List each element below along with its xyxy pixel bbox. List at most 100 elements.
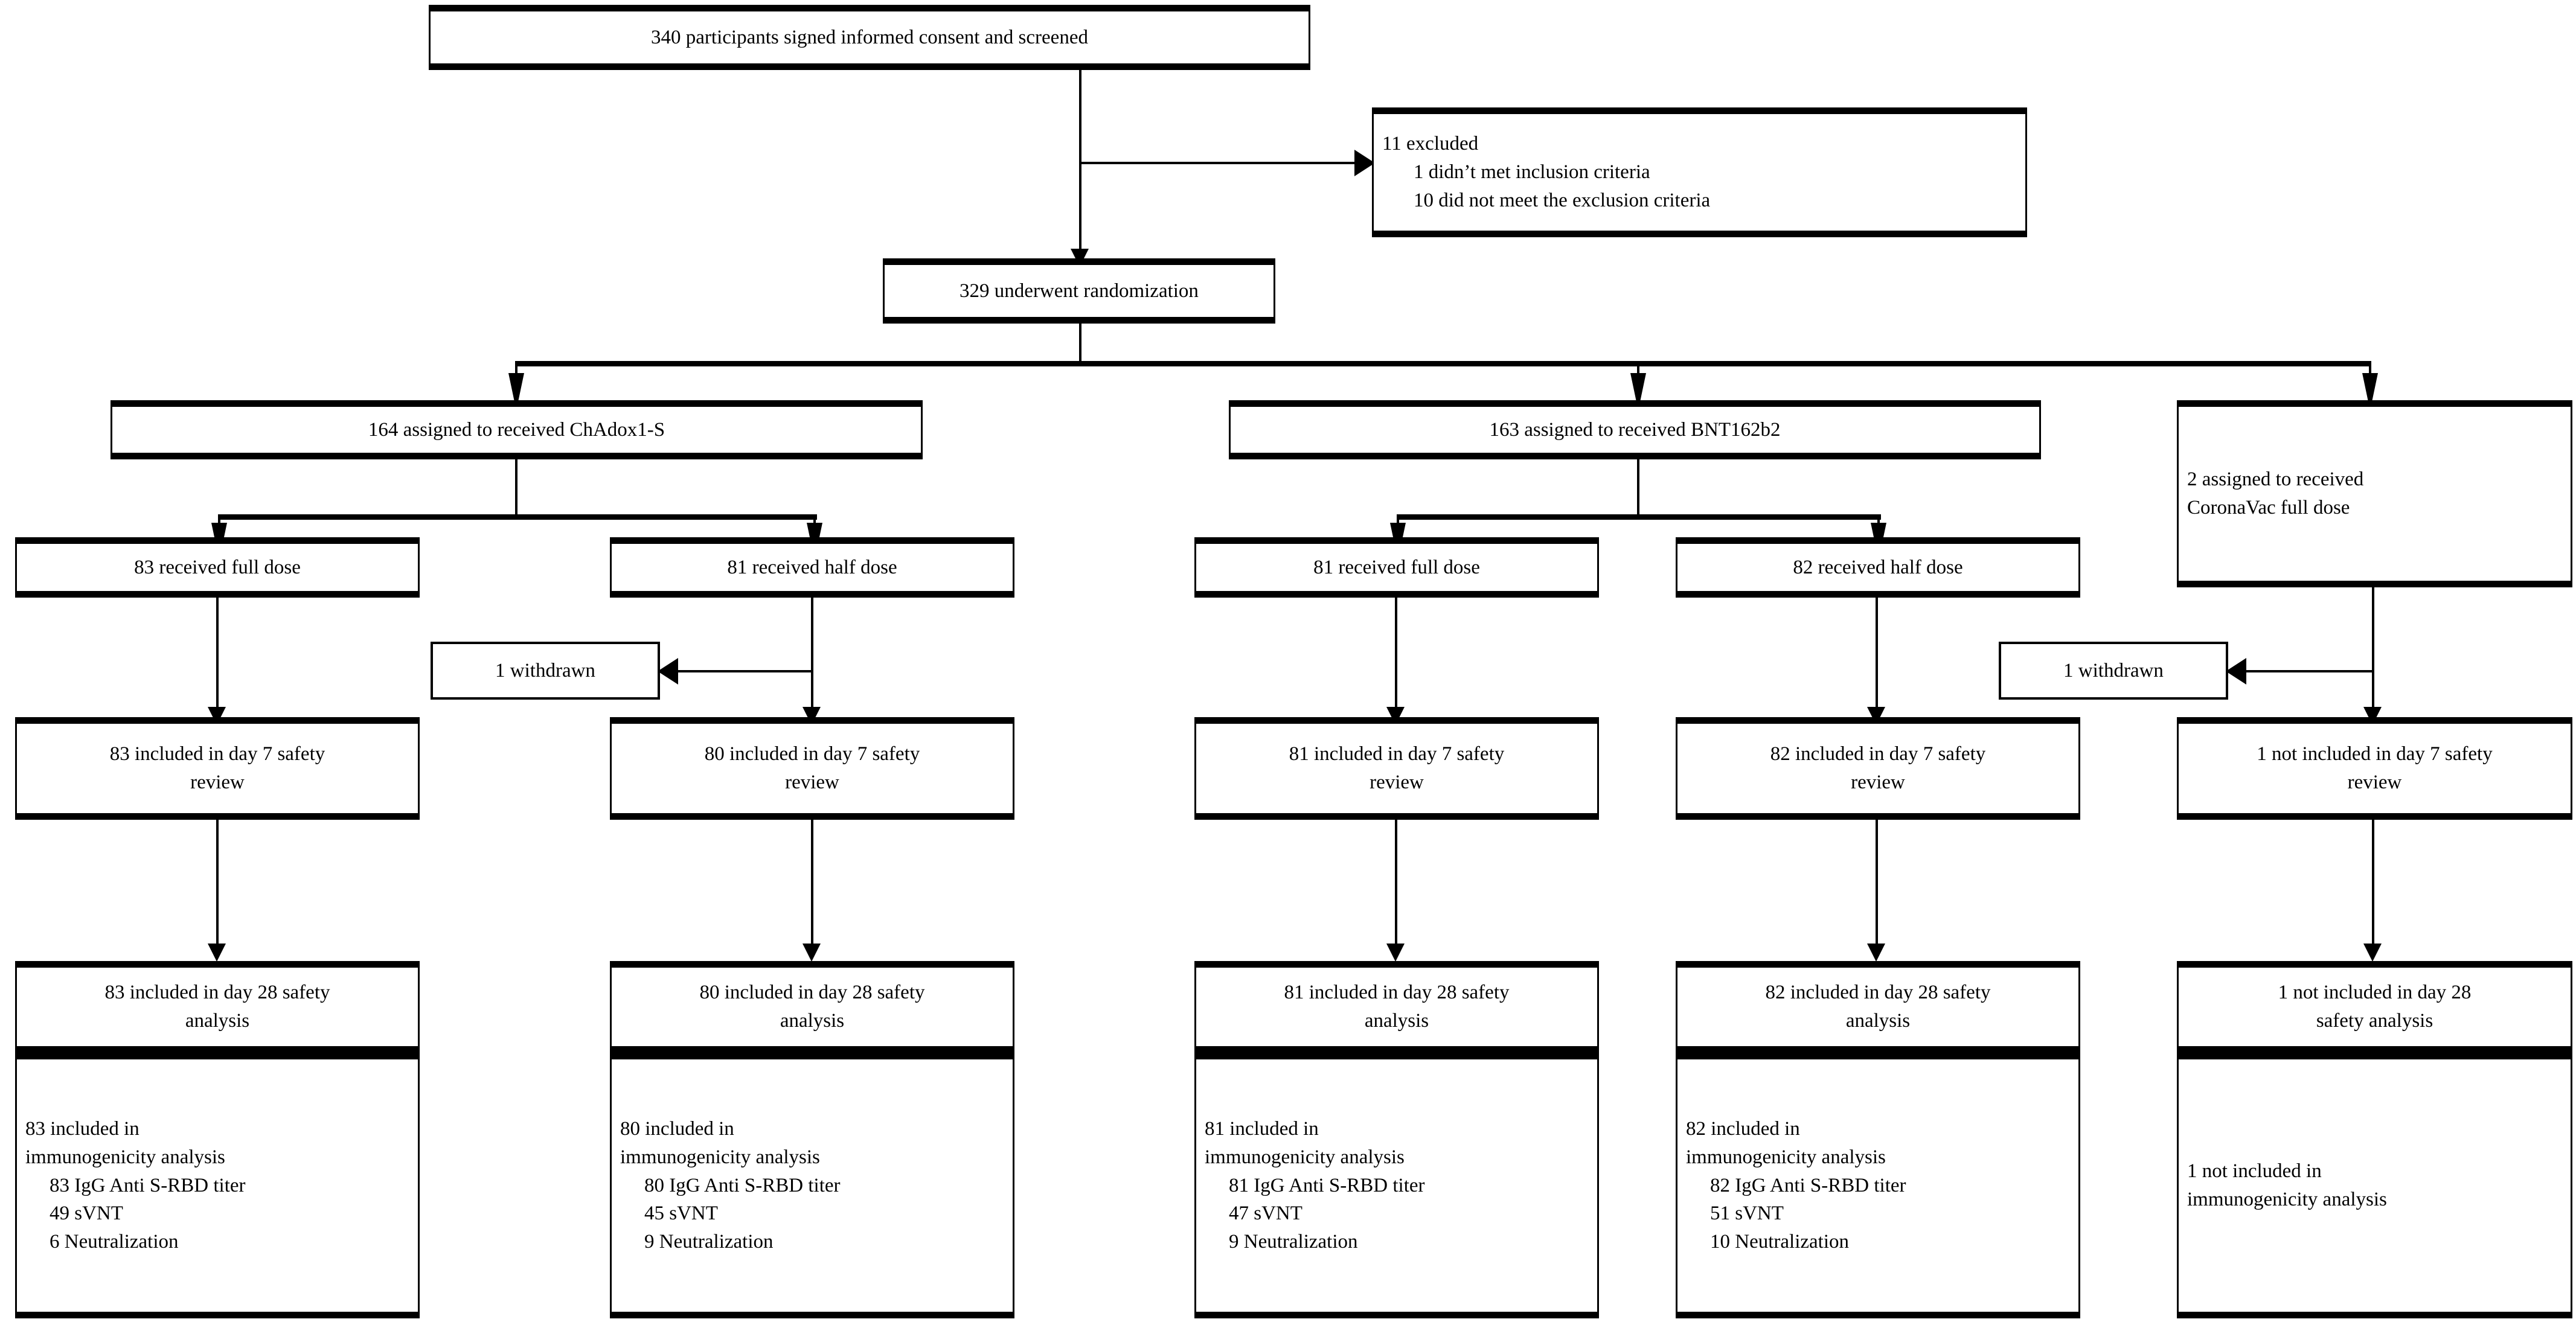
immuno-chadox1-half-item-3: 9 Neutralization xyxy=(612,1228,1013,1256)
arrow-into-excluded-icon xyxy=(1354,150,1375,176)
box-randomized: 329 underwent randomization xyxy=(883,258,1275,324)
box-day7-coronavac: 1 not included in day 7 safety review xyxy=(2177,717,2572,820)
day28-bnt162b2-full-line-1: 81 included in day 28 safety xyxy=(1284,982,1510,1004)
immuno-item-text: 10 Neutralization xyxy=(1710,1231,1850,1253)
immuno-item-text: 80 IgG Anti S-RBD titer xyxy=(644,1174,841,1196)
box-day7-bnt162b2-full: 81 included in day 7 safety review xyxy=(1194,717,1599,820)
excluded-reason-1: 1 didn’t met inclusion criteria xyxy=(1374,158,2025,187)
immuno-item-text: 83 IgG Anti S-RBD titer xyxy=(50,1174,246,1196)
day7-bnt162b2-full-line-2: review xyxy=(1370,771,1424,793)
immuno-bnt162b2-full-item-2: 47 sVNT xyxy=(1196,1199,1597,1228)
immuno-chadox1-full-item-2: 49 sVNT xyxy=(17,1199,418,1228)
box-arm-coronavac: 2 assigned to received CoronaVac full do… xyxy=(2177,400,2572,587)
withdrawn-chadox1-label: 1 withdrawn xyxy=(495,659,595,682)
day7-coronavac-line-2: review xyxy=(2347,771,2402,793)
immuno-bnt162b2-half-item-2: 51 sVNT xyxy=(1677,1199,2078,1228)
immuno-chadox1-full-item-3: 6 Neutralization xyxy=(17,1228,418,1256)
day28-bnt162b2-full-line-2: analysis xyxy=(1364,1010,1429,1032)
box-day28-chadox1-half: 80 included in day 28 safety analysis xyxy=(610,961,1014,1053)
screened-label: 340 participants signed informed consent… xyxy=(651,26,1088,48)
excluded-title: 11 excluded xyxy=(1382,133,1479,155)
arrow-into-withdrawn-chadox1-icon xyxy=(658,658,678,685)
day28-bnt162b2-half-line-1: 82 included in day 28 safety xyxy=(1765,982,1991,1004)
box-dose-chadox1-half: 81 received half dose xyxy=(610,537,1014,598)
box-withdrawn-chadox1-half: 1 withdrawn xyxy=(431,642,660,700)
immuno-bnt162b2-half-line-2: immunogenicity analysis xyxy=(1686,1146,1886,1168)
day7-coronavac-line-1: 1 not included in day 7 safety xyxy=(2257,743,2493,765)
box-dose-bnt162b2-full: 81 received full dose xyxy=(1194,537,1599,598)
day28-chadox1-half-line-1: 80 included in day 28 safety xyxy=(699,982,925,1004)
day28-coronavac-line-1: 1 not included in day 28 xyxy=(2278,982,2472,1004)
arm-coronavac-line-1: 2 assigned to received xyxy=(2187,468,2364,491)
connector-randomized-down xyxy=(1079,324,1081,363)
arrow-into-day28-chadox1-half-icon xyxy=(803,944,821,962)
box-dose-chadox1-full: 83 received full dose xyxy=(15,537,420,598)
immuno-item-text: 6 Neutralization xyxy=(50,1231,179,1253)
box-arm-chadox1: 164 assigned to received ChAdox1-S xyxy=(111,400,923,459)
day7-chadox1-half-line-2: review xyxy=(785,771,839,793)
immuno-coronavac-line-1: 1 not included in xyxy=(2187,1160,2322,1183)
connector-bnt162b2-full-to-day7 xyxy=(1395,598,1397,716)
connector-bnt162b2-half-to-day7 xyxy=(1876,598,1878,716)
arm-bnt162b2-label: 163 assigned to received BNT162b2 xyxy=(1489,418,1781,441)
box-day28-bnt162b2-full: 81 included in day 28 safety analysis xyxy=(1194,961,1599,1053)
dose-label-chadox1-half: 81 received half dose xyxy=(727,556,897,578)
day28-chadox1-full-line-1: 83 included in day 28 safety xyxy=(104,982,330,1004)
box-day28-chadox1-full: 83 included in day 28 safety analysis xyxy=(15,961,420,1053)
distribution-bar-arms xyxy=(516,361,2371,366)
connector-to-excluded xyxy=(1079,162,1357,164)
immuno-chadox1-full-item-1: 83 IgG Anti S-RBD titer xyxy=(17,1172,418,1200)
dose-label-chadox1-full: 83 received full dose xyxy=(134,556,301,578)
immuno-bnt162b2-full-item-3: 9 Neutralization xyxy=(1196,1228,1597,1256)
box-dose-bnt162b2-half: 82 received half dose xyxy=(1676,537,2080,598)
box-day7-bnt162b2-half: 82 included in day 7 safety review xyxy=(1676,717,2080,820)
immuno-item-text: 81 IgG Anti S-RBD titer xyxy=(1229,1174,1425,1196)
immuno-chadox1-half-item-2: 45 sVNT xyxy=(612,1199,1013,1228)
immuno-bnt162b2-full-line-2: immunogenicity analysis xyxy=(1205,1146,1405,1168)
day28-chadox1-full-line-2: analysis xyxy=(185,1010,250,1032)
connector-bnt162b2-down xyxy=(1637,459,1639,519)
connector-day7-to-day28-bnt162b2-full xyxy=(1395,820,1397,951)
connector-coronavac-to-withdrawn xyxy=(2246,670,2373,672)
immuno-bnt162b2-full-line-1: 81 included in xyxy=(1205,1117,1319,1140)
immuno-bnt162b2-half-line-1: 82 included in xyxy=(1686,1117,1800,1140)
dose-label-bnt162b2-half: 82 received half dose xyxy=(1793,556,1963,578)
day7-bnt162b2-half-line-1: 82 included in day 7 safety xyxy=(1770,743,1986,765)
box-day7-chadox1-full: 83 included in day 7 safety review xyxy=(15,717,420,820)
immuno-chadox1-half-line-1: 80 included in xyxy=(620,1117,734,1140)
connector-coronavac-to-day7 xyxy=(2372,587,2374,716)
excluded-reason-2-text: 10 did not meet the exclusion criteria xyxy=(1414,189,1711,211)
immuno-item-text: 49 sVNT xyxy=(50,1202,123,1225)
box-immuno-bnt162b2-full: 81 included in immunogenicity analysis 8… xyxy=(1194,1053,1599,1318)
immuno-chadox1-half-line-2: immunogenicity analysis xyxy=(620,1146,820,1168)
day7-chadox1-full-line-2: review xyxy=(190,771,245,793)
immuno-item-text: 82 IgG Anti S-RBD titer xyxy=(1710,1174,1906,1196)
box-immuno-bnt162b2-half: 82 included in immunogenicity analysis 8… xyxy=(1676,1053,2080,1318)
box-screened: 340 participants signed informed consent… xyxy=(429,5,1310,70)
connector-day7-to-day28-coronavac xyxy=(2372,820,2374,951)
immuno-bnt162b2-full-item-1: 81 IgG Anti S-RBD titer xyxy=(1196,1172,1597,1200)
connector-chadox1-half-to-withdrawn xyxy=(678,670,812,672)
immuno-chadox1-full-line-1: 83 included in xyxy=(25,1117,139,1140)
box-day28-bnt162b2-half: 82 included in day 28 safety analysis xyxy=(1676,961,2080,1053)
connector-chadox1-down xyxy=(515,459,517,519)
connector-chadox1-half-to-day7 xyxy=(811,598,813,716)
box-immuno-coronavac: 1 not included in immunogenicity analysi… xyxy=(2177,1053,2572,1318)
immuno-item-text: 9 Neutralization xyxy=(1229,1231,1358,1253)
arm-chadox1-label: 164 assigned to received ChAdox1-S xyxy=(368,418,665,441)
connector-day7-to-day28-bnt162b2-half xyxy=(1876,820,1878,951)
excluded-reason-2: 10 did not meet the exclusion criteria xyxy=(1374,187,2025,215)
immuno-item-text: 9 Neutralization xyxy=(644,1231,774,1253)
box-day7-chadox1-half: 80 included in day 7 safety review xyxy=(610,717,1014,820)
randomized-label: 329 underwent randomization xyxy=(960,279,1199,302)
day28-coronavac-line-2: safety analysis xyxy=(2316,1010,2433,1032)
day7-bnt162b2-half-line-2: review xyxy=(1851,771,1905,793)
connector-day7-to-day28-chadox1-full xyxy=(216,820,219,951)
day7-chadox1-full-line-1: 83 included in day 7 safety xyxy=(109,743,325,765)
box-withdrawn-coronavac: 1 withdrawn xyxy=(1999,642,2228,700)
box-excluded: 11 excluded 1 didn’t met inclusion crite… xyxy=(1372,107,2027,237)
withdrawn-coronavac-label: 1 withdrawn xyxy=(2063,659,2164,682)
day7-bnt162b2-full-line-1: 81 included in day 7 safety xyxy=(1289,743,1505,765)
arrow-into-day28-bnt162b2-full-icon xyxy=(1386,944,1405,962)
